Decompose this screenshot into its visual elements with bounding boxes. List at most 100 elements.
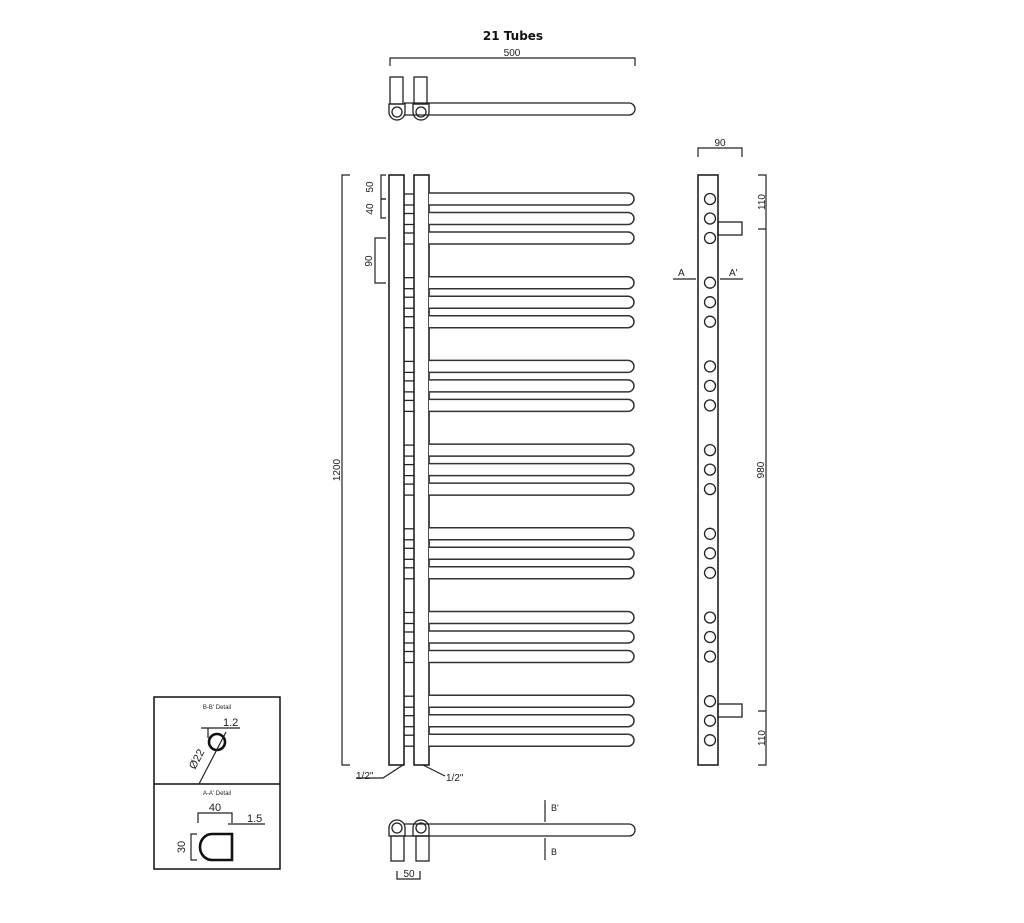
pitch-dimension-line [396, 871, 421, 880]
group-gap-dimension-label: 90 [364, 255, 375, 267]
side-tube-circle [703, 734, 717, 747]
bottom-offset-dimension-label: 110 [757, 730, 768, 746]
horizontal-tube [429, 359, 635, 374]
detail-panel: B-B' Detail 1.2 Ø22 A-A' Detail 40 1.5 3… [153, 696, 281, 870]
top-offset-dimension-line [758, 174, 767, 230]
section-a-prime-label: A' [729, 268, 738, 279]
side-tube-circle [703, 443, 717, 457]
side-tube-circle [703, 566, 717, 579]
top-tube [404, 102, 636, 116]
bottom-left-boss [388, 819, 406, 837]
horizontal-tube [429, 275, 635, 290]
bottom-view: 50 B' B [388, 800, 636, 880]
side-tube-circle [703, 212, 717, 225]
side-tube-circle [703, 527, 717, 540]
aa-detail: A-A' Detail 40 1.5 30 [176, 791, 265, 862]
side-tube-circle [703, 463, 717, 476]
bottom-right-stub [415, 835, 430, 862]
side-tube-circle [703, 379, 717, 393]
side-tube-circle [703, 695, 717, 708]
bottom-tube [404, 823, 636, 837]
width-dimension-line [389, 57, 636, 66]
depth-dimension-label: 90 [714, 138, 726, 149]
depth-dimension-line [697, 147, 743, 157]
horizontal-tube [429, 694, 635, 708]
horizontal-tube [429, 733, 635, 747]
horizontal-tube [429, 566, 635, 580]
aa-height-dimension-label: 30 [176, 841, 188, 853]
side-tube-circle [703, 714, 717, 727]
height-dimension-label: 1200 [332, 458, 343, 481]
bottom-left-port-circle [391, 822, 403, 834]
left-connection-label: 1/2" [356, 771, 374, 782]
side-tube-circle [703, 315, 717, 328]
bottom-right-port-circle [415, 822, 427, 834]
section-a-label: A [678, 268, 685, 279]
right-inlet-stub [413, 76, 428, 105]
section-b-label: B [551, 847, 557, 857]
right-collector [413, 174, 430, 766]
right-port-circle [415, 106, 427, 118]
horizontal-tube [429, 482, 635, 496]
center-distance-dimension-label: 980 [756, 461, 767, 478]
bb-wall-label: 1.2 [223, 717, 238, 729]
tube-rows [404, 192, 635, 747]
side-tube-circle [703, 192, 717, 206]
detail-frame [153, 696, 281, 870]
horizontal-tube [429, 713, 635, 728]
lower-bracket [717, 703, 743, 718]
side-tube-circle [703, 611, 717, 624]
top-gap-dimension-label: 50 [365, 181, 376, 193]
height-dimension-line [341, 174, 350, 766]
side-tube-circle [703, 630, 717, 644]
side-tube-circle [703, 547, 717, 560]
right-boss [412, 103, 430, 121]
horizontal-tube [429, 192, 635, 206]
aa-width-dimension-line [197, 812, 233, 823]
horizontal-tube [429, 314, 635, 329]
pitch-dimension-label: 50 [403, 869, 415, 880]
aa-tube-section [198, 832, 234, 862]
side-tube-circle [703, 399, 717, 412]
side-tube-circle [703, 360, 717, 373]
side-tube-circle [703, 231, 717, 245]
left-inlet-stub [389, 76, 404, 105]
horizontal-tube [429, 527, 635, 541]
aa-width-dimension-label: 40 [209, 802, 221, 814]
horizontal-tube [429, 398, 635, 413]
horizontal-tube [429, 546, 635, 561]
top-view: 500 [388, 48, 636, 121]
front-view: 1200 50 40 90 1/2" 1/2" [332, 174, 635, 784]
group-gap-dimension-line [374, 237, 386, 284]
side-collector [697, 174, 719, 766]
horizontal-tube [429, 295, 635, 309]
horizontal-tube [429, 379, 635, 393]
side-tube-circle [703, 276, 717, 289]
bottom-right-boss [412, 819, 430, 837]
width-dimension-label: 500 [504, 48, 521, 59]
side-view: 90 A A' 110 980 110 [673, 138, 768, 766]
aa-height-dimension-line [190, 833, 197, 861]
bb-detail-title: B-B' Detail [203, 705, 231, 711]
horizontal-tube [429, 630, 635, 644]
top-offset-dimension-label: 110 [757, 194, 768, 210]
aa-detail-title: A-A' Detail [203, 791, 231, 797]
tube-pitch-dimension-label: 40 [365, 203, 376, 215]
drawing-title: 21 Tubes [483, 29, 543, 43]
bottom-offset-dimension-line [758, 710, 767, 766]
left-collector [388, 174, 405, 766]
horizontal-tube [429, 231, 635, 245]
horizontal-tube [429, 649, 635, 664]
bottom-left-stub [390, 835, 405, 862]
horizontal-tube [429, 211, 635, 226]
horizontal-tube [429, 610, 635, 625]
side-tube-circles [703, 192, 717, 747]
top-gap-dimension-line [380, 174, 386, 200]
upper-bracket [717, 221, 743, 236]
bb-diameter-leader [198, 731, 227, 785]
left-connection-leader [356, 764, 404, 779]
horizontal-tube [429, 443, 635, 457]
right-connection-label: 1/2" [446, 773, 464, 784]
left-port-circle [391, 106, 403, 118]
